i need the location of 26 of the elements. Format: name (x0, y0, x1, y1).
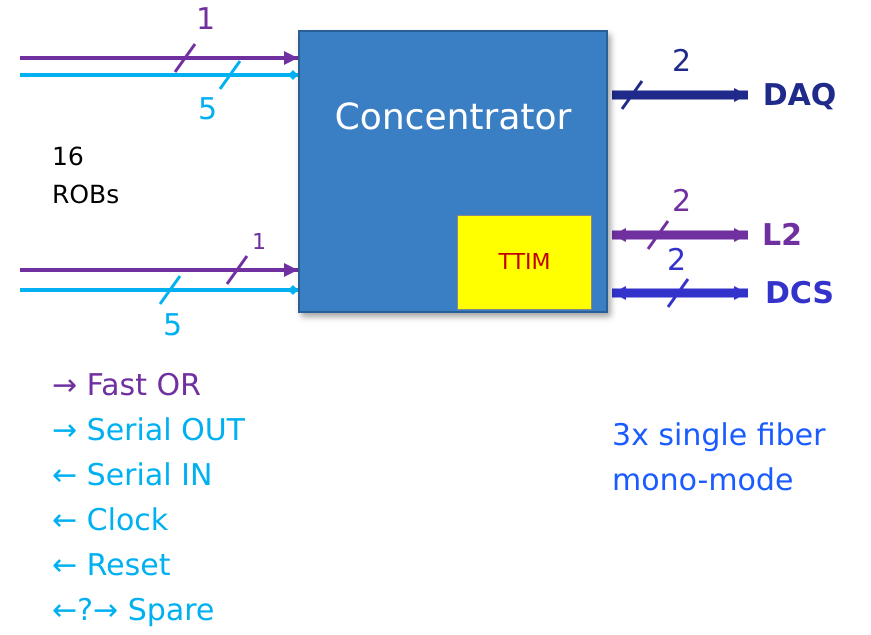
bus-arrow (612, 220, 748, 250)
edge-label: 2 (672, 184, 692, 219)
edge-label: 1 (252, 230, 266, 255)
legend-text: ← Serial IN (52, 458, 212, 493)
destination-label: DCS (752, 273, 847, 313)
note-text: 3x single fiber mono-mode (612, 417, 826, 500)
module-box: TTIM (457, 215, 592, 310)
bus-arrow (612, 80, 748, 110)
bus-arrow (612, 278, 748, 308)
edge-label: 2 (672, 44, 692, 79)
destination-label: L2 (752, 215, 812, 255)
legend-text: ← Clock (52, 503, 168, 538)
legend-text: → Serial OUT (52, 413, 245, 448)
concentrator-box (298, 30, 608, 313)
legend-text: → Fast OR (52, 368, 201, 403)
edge-label: 5 (163, 308, 182, 343)
destination-label: DAQ (752, 75, 847, 115)
bus-arrow (20, 255, 298, 285)
bus-arrow (20, 43, 298, 73)
legend-text: ← Reset (52, 548, 170, 583)
legend-text: ←?→ Spare (52, 593, 214, 628)
edge-label: 1 (196, 2, 216, 37)
edge-label: 2 (667, 243, 686, 278)
edge-label: 5 (198, 92, 218, 127)
group-label: 16 ROBs (52, 141, 120, 210)
box-title: Concentrator (334, 97, 572, 138)
